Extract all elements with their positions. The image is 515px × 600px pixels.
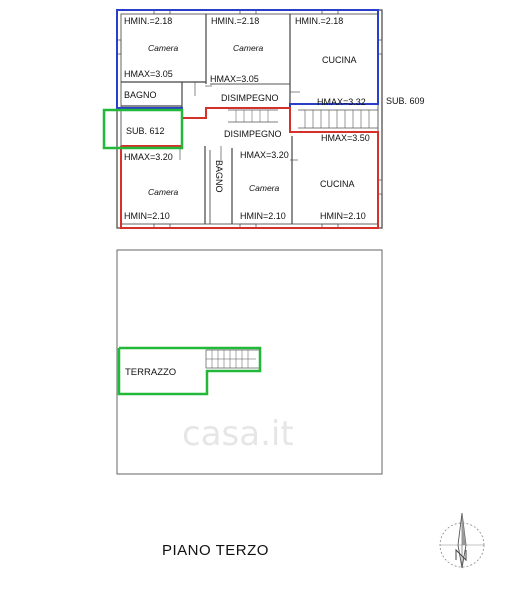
bathroom-lower: BAGNO: [214, 160, 224, 193]
sub-612-boundary: [102, 108, 184, 150]
room-2-hmin: HMIN.=2.18: [211, 16, 259, 26]
watermark: casa.it: [182, 414, 294, 454]
stair-hmax-lower: HMAX=3.50: [321, 133, 370, 143]
kitchen-lower-name: CUCINA: [320, 179, 355, 189]
plan-title: PIANO TERZO: [162, 542, 269, 559]
kitchen-upper-hmin: HMIN.=2.18: [295, 16, 343, 26]
terrace-label: TERRAZZO: [125, 367, 176, 378]
room-1-hmax: HMAX=3.05: [124, 69, 173, 79]
sub-609-label: SUB. 609: [386, 96, 425, 106]
room-1-hmin: HMIN.=2.18: [124, 16, 172, 26]
room-3-hmax: HMAX=3.20: [124, 152, 173, 162]
room-3-name: Camera: [148, 187, 179, 197]
kitchen-lower-hmin: HMIN=2.10: [320, 211, 366, 221]
roof-outline: [116, 249, 383, 475]
kitchen-upper-name: CUCINA: [322, 55, 357, 65]
sub-612-label: SUB. 612: [126, 126, 165, 136]
terrace-stairs: [205, 349, 261, 369]
room-1-name: Camera: [148, 43, 179, 53]
stairs-hall: [228, 109, 278, 123]
bathroom-upper: BAGNO: [124, 90, 157, 100]
hallway-upper: DISIMPEGNO: [221, 93, 279, 103]
room-3-hmin: HMIN=2.10: [124, 211, 170, 221]
stair-hmax-upper: HMAX=3.32: [317, 97, 366, 107]
room-4-name: Camera: [249, 183, 280, 193]
room-2-hmax: HMAX=3.05: [210, 74, 259, 84]
hallway-lower: DISIMPEGNO: [224, 129, 282, 139]
room-4-hmin: HMIN=2.10: [240, 211, 286, 221]
stairs-upper: [298, 109, 378, 129]
north-arrow-icon: [439, 512, 485, 569]
terrace-boundary: [117, 346, 262, 396]
room-2-name: Camera: [233, 43, 264, 53]
room-4-hmax: HMAX=3.20: [240, 150, 289, 160]
